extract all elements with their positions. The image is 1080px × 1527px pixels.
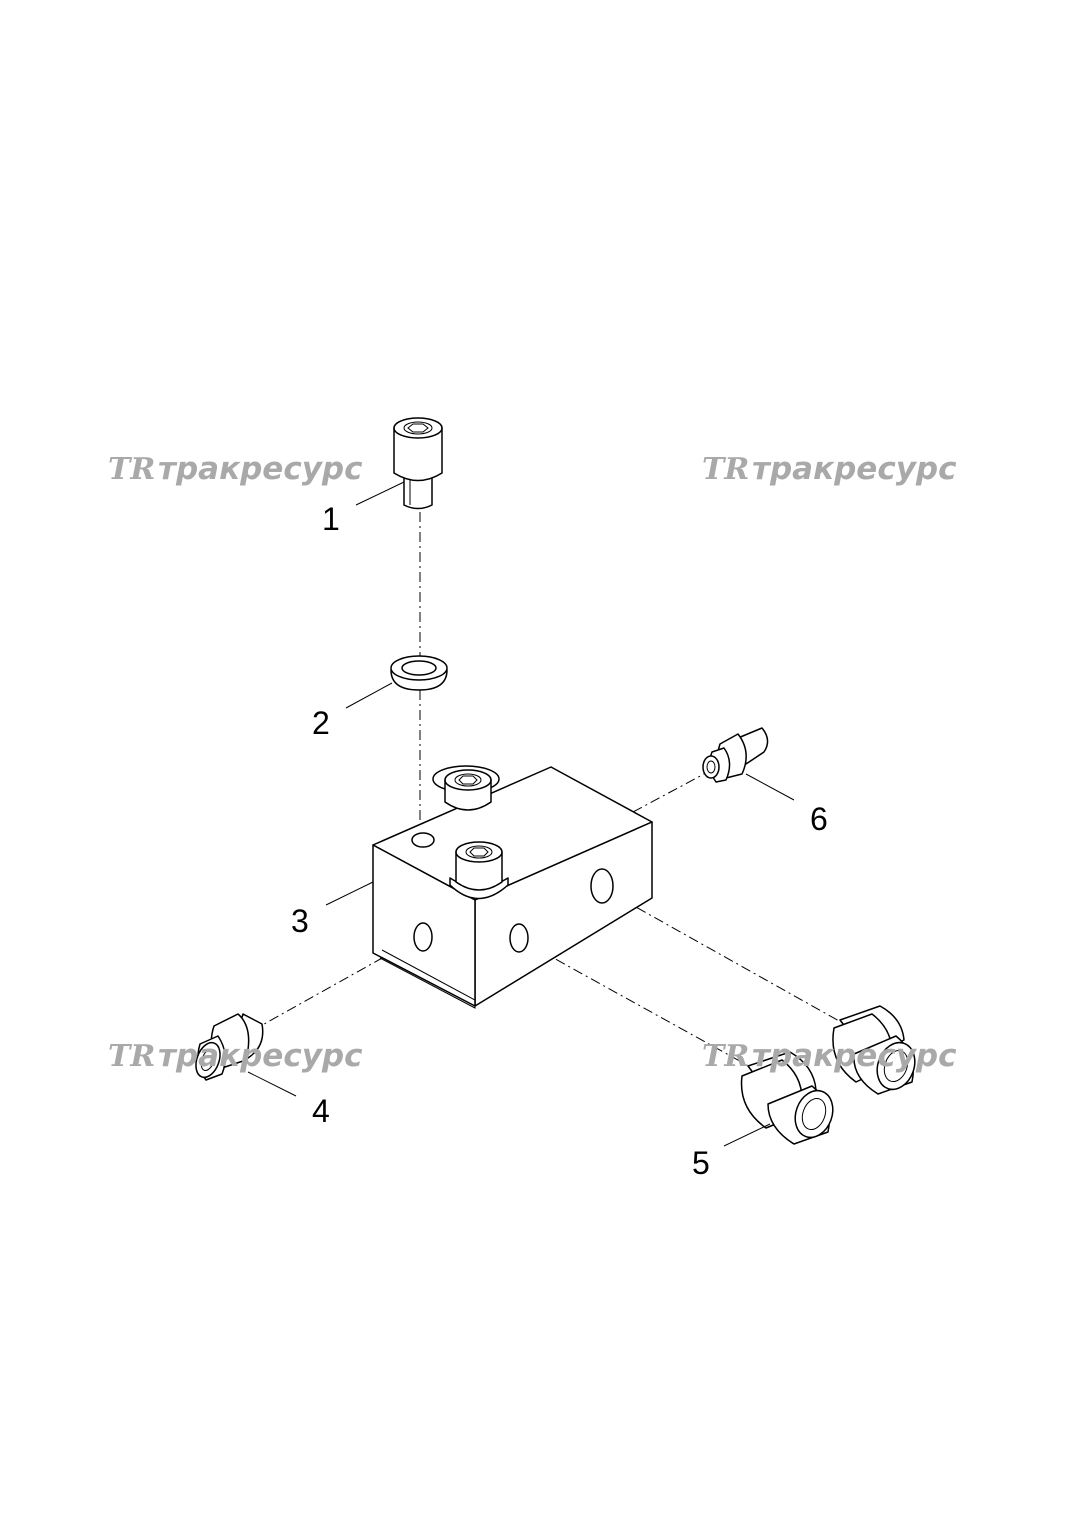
leader-lines [247,481,795,1147]
callout-2: 2 [312,705,330,741]
watermark-text: тракресурс [752,1038,957,1074]
part-fitting-small [702,727,769,783]
part-valve-block [372,765,653,1009]
part-fitting-right-rear [832,1005,916,1095]
watermark-bottom-left: TR тракресурс [108,1038,363,1074]
watermark-bottom-right: TR тракресурс [702,1038,957,1074]
watermark-top-right: TR тракресурс [702,451,957,487]
callout-1: 1 [322,501,340,537]
watermark-text: тракресурс [752,451,957,487]
callout-5: 5 [692,1145,710,1181]
watermark-logo: TR [702,452,749,487]
part-screw [393,417,443,510]
callout-4: 4 [312,1093,330,1129]
callout-6: 6 [810,801,828,837]
alignment-lines [256,512,849,1076]
part-washer [390,655,448,691]
watermark-logo: TR [108,1039,155,1074]
watermark-logo: TR [108,452,155,487]
watermark-logo: TR [702,1039,749,1074]
watermark-text: тракресурс [158,451,363,487]
watermark-top-left: TR тракресурс [108,451,363,487]
part-fitting-left [195,1013,264,1081]
callout-labels: 1 2 3 4 5 6 [291,501,828,1181]
part-fitting-right-front [740,1051,834,1145]
watermark-text: тракресурс [158,1038,363,1074]
callout-3: 3 [291,903,309,939]
